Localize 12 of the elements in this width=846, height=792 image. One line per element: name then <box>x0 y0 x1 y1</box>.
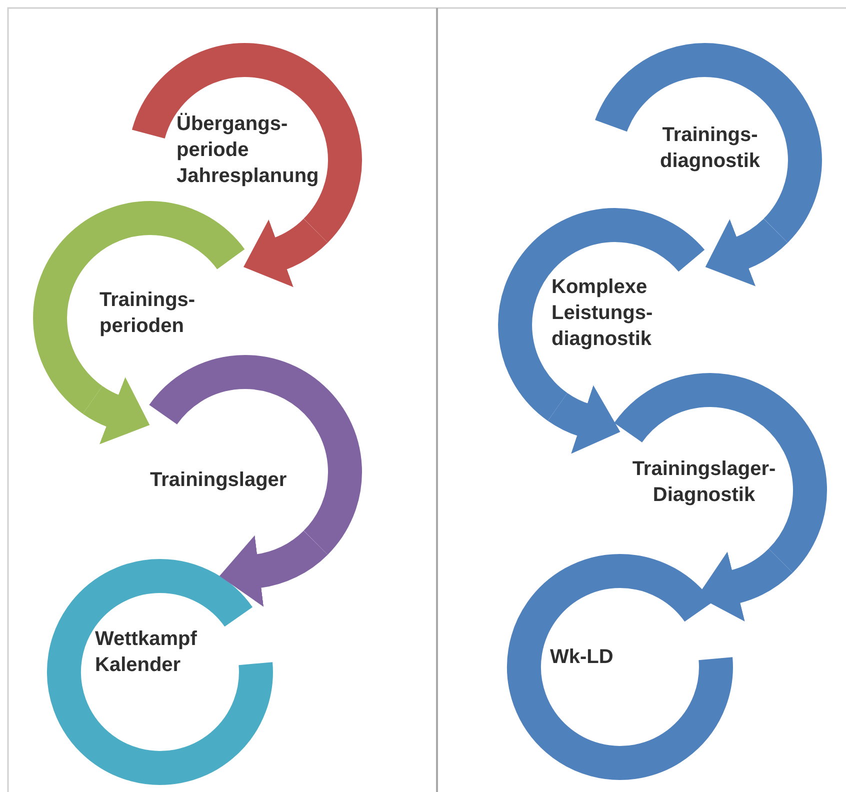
node-label: Trainings- diagnostik <box>658 123 761 174</box>
arrow <box>548 386 620 454</box>
node-label: Trainingslager- Diagnostik <box>631 457 777 508</box>
arrow <box>83 377 150 444</box>
node-label: Trainingslager <box>150 468 288 493</box>
node-label: Wk-LD <box>550 645 614 670</box>
node-label: Übergangs- periode Jahresplanung <box>176 112 320 189</box>
arrow <box>706 218 788 286</box>
node-label: Komplexe Leistungs- diagnostik <box>552 275 654 352</box>
node-label: Trainings- perioden <box>100 288 196 339</box>
node-label: Wettkampf Kalender <box>95 627 198 678</box>
arrow <box>244 218 328 286</box>
